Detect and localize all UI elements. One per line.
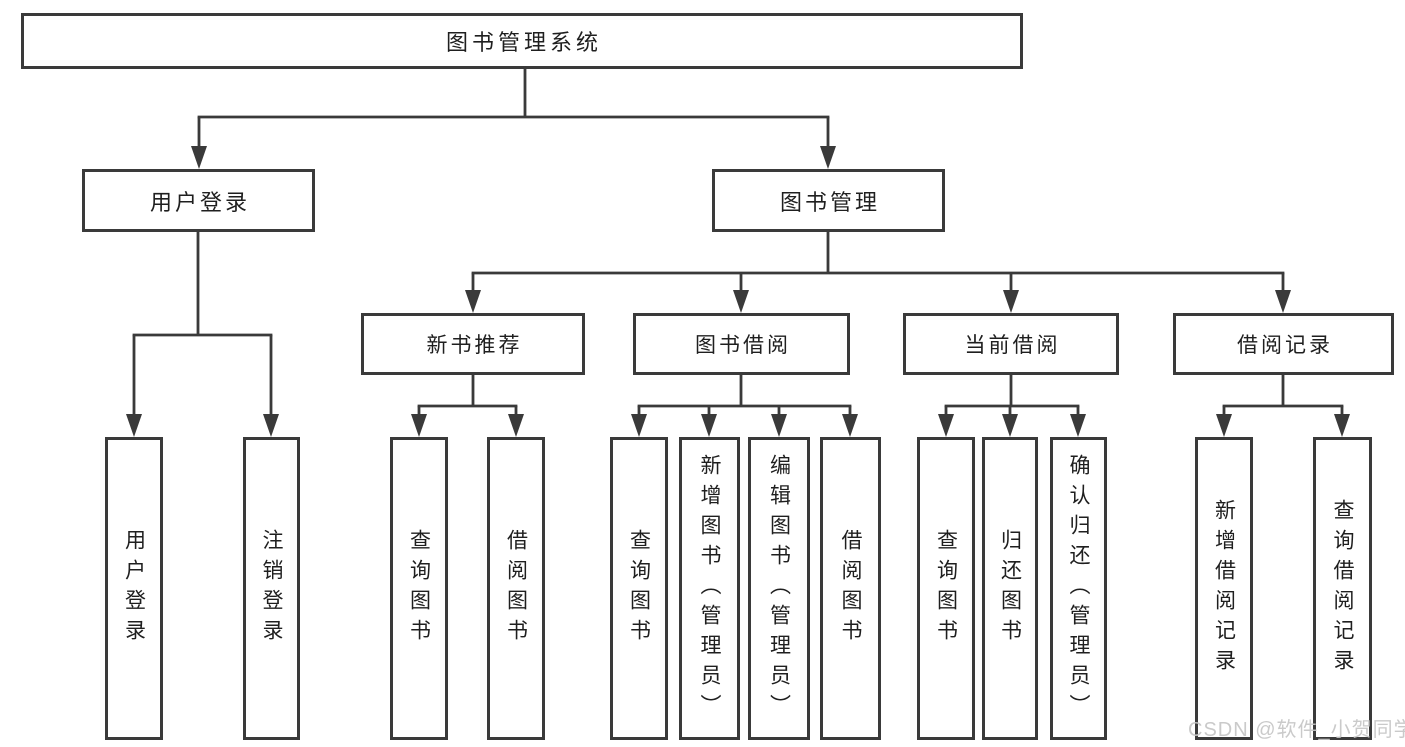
leaf-label: 新增图书（管理员）	[698, 453, 721, 724]
node-library-management-system: 图书管理系统	[21, 13, 1023, 69]
leaf-label: 新增借阅记录	[1212, 498, 1236, 679]
node-book-borrowing: 图书借阅	[633, 313, 850, 375]
leaf-label: 编辑图书（管理员）	[767, 453, 791, 724]
leaf-borrow-books-recommend: 借阅图书	[487, 437, 545, 740]
leaf-query-books-recommend: 查询图书	[390, 437, 448, 740]
leaf-add-books-admin: 新增图书（管理员）	[679, 437, 740, 740]
leaf-query-books-borrowing: 查询图书	[610, 437, 668, 740]
leaf-return-books: 归还图书	[982, 437, 1038, 740]
leaf-user-login: 用户登录	[105, 437, 163, 740]
node-label: 新书推荐	[426, 334, 523, 357]
leaf-logout: 注销登录	[243, 437, 300, 740]
node-label: 图书管理	[779, 189, 880, 215]
leaf-label: 借阅图书	[504, 528, 528, 649]
leaf-label: 注销登录	[260, 528, 283, 649]
leaf-label: 查询借阅记录	[1331, 498, 1354, 679]
node-label: 用户登录	[149, 189, 250, 215]
leaf-label: 查询图书	[934, 528, 958, 649]
leaf-label: 用户登录	[122, 528, 146, 649]
leaf-query-borrow-record: 查询借阅记录	[1313, 437, 1372, 740]
watermark: CSDN @软件_小贺同学	[1188, 719, 1405, 741]
leaf-confirm-return-admin: 确认归还（管理员）	[1050, 437, 1107, 740]
leaf-query-books-current: 查询图书	[917, 437, 975, 740]
leaf-label: 查询图书	[627, 528, 651, 649]
leaf-label: 查询图书	[407, 528, 431, 649]
node-label: 图书借阅	[695, 334, 791, 357]
leaf-label: 借阅图书	[839, 528, 862, 649]
leaf-edit-books-admin: 编辑图书（管理员）	[748, 437, 810, 740]
node-book-management: 图书管理	[712, 169, 945, 232]
node-user-login: 用户登录	[82, 169, 315, 232]
node-label: 借阅记录	[1237, 334, 1333, 357]
node-label: 当前借阅	[964, 334, 1061, 357]
leaf-add-borrow-record: 新增借阅记录	[1195, 437, 1253, 740]
leaf-borrow-books: 借阅图书	[820, 437, 881, 740]
node-new-book-recommendation: 新书推荐	[361, 313, 585, 375]
node-borrowing-records: 借阅记录	[1173, 313, 1394, 375]
node-current-borrowing: 当前借阅	[903, 313, 1119, 375]
leaf-label: 归还图书	[998, 528, 1022, 649]
leaf-label: 确认归还（管理员）	[1067, 453, 1090, 724]
node-label: 图书管理系统	[445, 30, 602, 55]
